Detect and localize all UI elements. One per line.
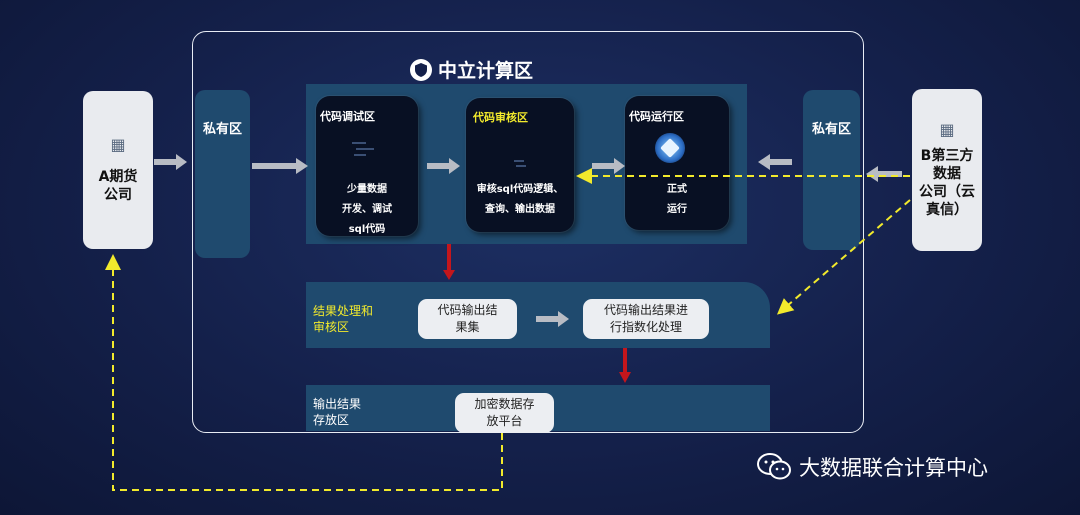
review-card-text: 审核sql代码逻辑、 查询、输出数据 (468, 180, 572, 220)
review-card-line2: 查询、输出数据 (485, 204, 555, 215)
index-processing-pill: 代码输出结果进 行指数化处理 (583, 299, 709, 339)
company-b-label-2: 数据 (933, 166, 961, 182)
debug-card-line3: sql代码 (348, 224, 386, 235)
run-card-text: 正式 运行 (627, 180, 727, 220)
private-zone-right-label: 私有区 (811, 122, 851, 137)
result-zone-label: 结果处理和 审核区 (313, 303, 373, 335)
red-arrow-down (443, 244, 455, 280)
debug-card-line1: 少量数据 (347, 184, 387, 195)
neutral-zone-title-text: 中立计算区 (438, 60, 534, 82)
company-a-label-2: 公司 (104, 187, 132, 203)
company-b-box: ▦ B第三方 数据 公司（云 真信） (912, 89, 982, 251)
output-zone-label-1: 输出结果 (313, 397, 362, 411)
debug-card-title: 代码调试区 (320, 110, 375, 123)
index-processing-pill-line2: 行指数化处理 (609, 320, 682, 334)
gray-arrow (536, 311, 569, 327)
debug-card-line2: 开发、调试 (342, 204, 392, 215)
result-zone-label-1: 结果处理和 (313, 304, 374, 318)
cube-icon (655, 133, 685, 163)
private-zone-left-label: 私有区 (202, 122, 242, 137)
company-a-box: ▦ A期货 公司 (83, 91, 153, 249)
encrypted-storage-pill: 加密数据存 放平台 (455, 393, 554, 433)
run-card-line2: 运行 (667, 204, 687, 215)
code-icon (352, 140, 378, 160)
review-card-line1: 审核sql代码逻辑、 (476, 184, 564, 195)
private-zone-right: 私有区 (803, 90, 860, 250)
watermark-text: 大数据联合计算中心 (799, 456, 988, 480)
building-icon: ▦ (939, 120, 955, 139)
result-zone-label-2: 审核区 (313, 320, 350, 334)
company-b-label-3: 公司（云 (919, 184, 975, 200)
shield-icon (410, 58, 432, 81)
gray-arrow (427, 158, 460, 174)
run-card-line1: 正式 (667, 184, 687, 195)
index-processing-pill-line1: 代码输出结果进 (603, 303, 688, 317)
review-card-title: 代码审核区 (473, 111, 528, 124)
watermark: 大数据联合计算中心 (757, 452, 988, 482)
run-card (625, 96, 729, 230)
gray-arrow (252, 158, 308, 174)
result-set-pill-line2: 果集 (455, 320, 480, 334)
run-card-title: 代码运行区 (629, 110, 684, 123)
company-b-label-4: 真信） (926, 202, 968, 218)
debug-card-text: 少量数据 开发、调试 sql代码 (318, 180, 416, 240)
wechat-icon (757, 453, 791, 480)
output-zone-label: 输出结果 存放区 (313, 396, 361, 428)
result-set-pill: 代码输出结 果集 (418, 299, 517, 339)
debug-card (316, 96, 418, 236)
gray-arrow-left (758, 154, 792, 170)
encrypted-storage-pill-line1: 加密数据存 (474, 397, 535, 411)
building-icon: ▦ (110, 135, 126, 154)
private-zone-left: 私有区 (195, 90, 250, 258)
encrypted-storage-pill-line2: 放平台 (486, 414, 523, 428)
company-a-label-1: A期货 (98, 169, 138, 185)
gray-arrow-left (866, 166, 902, 182)
company-b-label-1: B第三方 (920, 148, 974, 164)
yellow-dashed-flow (105, 168, 911, 491)
red-arrow-down (619, 348, 631, 383)
gray-arrow (592, 158, 625, 174)
code-icon (514, 158, 528, 168)
neutral-zone-title: 中立计算区 (410, 56, 533, 83)
gray-arrow (154, 154, 187, 170)
output-zone-label-2: 存放区 (313, 413, 350, 427)
result-set-pill-line1: 代码输出结 (437, 303, 498, 317)
